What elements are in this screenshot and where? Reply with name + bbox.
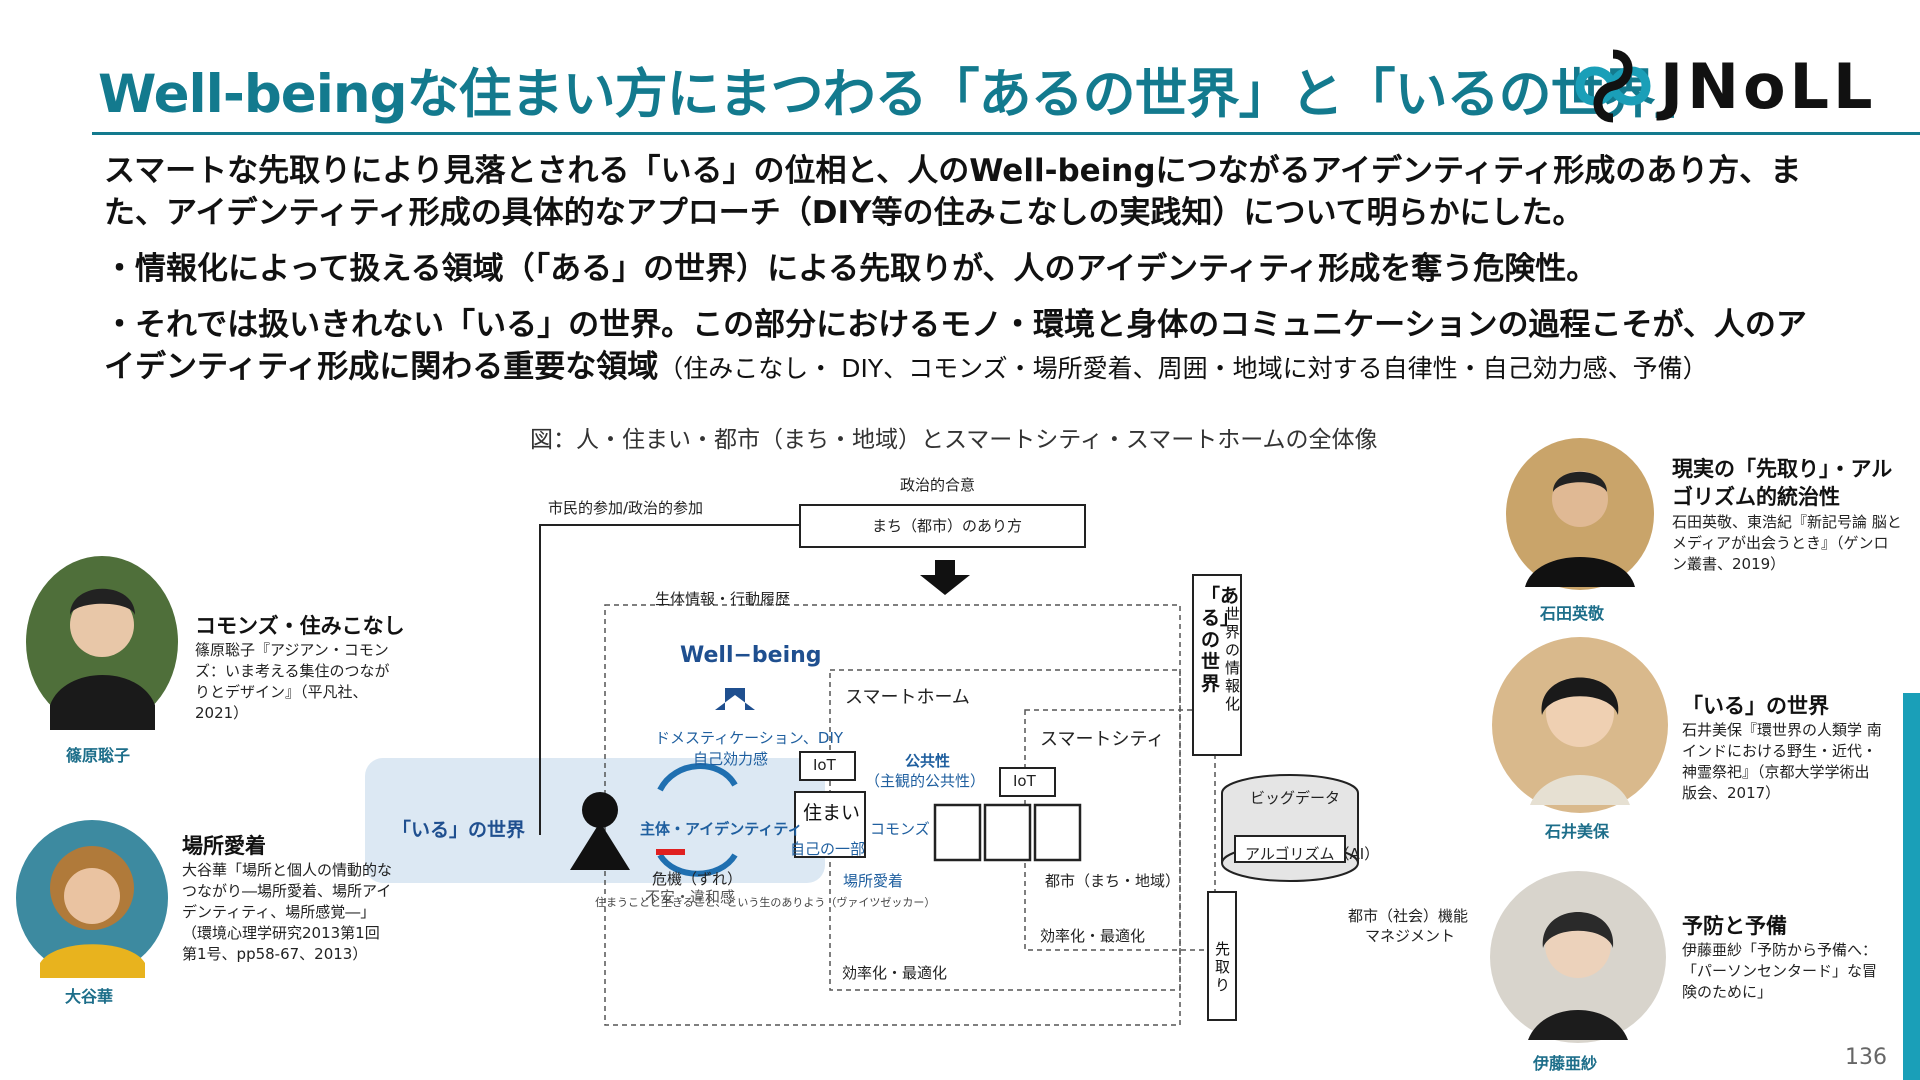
intro-text: スマートな先取りにより見落とされる「いる」の位相と、人のWell-beingにつ… — [104, 153, 1802, 231]
label-smart-city: スマートシティ — [1040, 729, 1165, 750]
label-anticipation: 先取り — [1215, 940, 1231, 994]
label-efficiency-1: 効率化・最適化 — [1040, 927, 1146, 945]
down-arrow — [920, 560, 970, 595]
label-city-local: 都市（まち・地域） — [1045, 872, 1181, 890]
avatar-ishida — [1506, 438, 1654, 590]
diagram-canvas — [365, 504, 1359, 1026]
label-big-data: ビッグデータ — [1250, 789, 1341, 807]
bullet-2-main: ・それでは扱いきれない「いる」の世界。この部分におけるモノ・環境と身体のコミュニ… — [104, 307, 1807, 385]
label-efficiency-2: 効率化・最適化 — [842, 964, 948, 982]
label-algorithm: アルゴリズム（AI） — [1245, 845, 1380, 863]
cycle-arrow-bottom — [657, 853, 738, 877]
iot-box-1 — [799, 751, 856, 781]
person-text-ishii: 石井美保『環世界の人類学 南インドにおける野生・近代・神霊祭祀』（京都大学学術出… — [1682, 721, 1882, 802]
label-public: 公共性 — [905, 752, 951, 770]
buildings — [933, 803, 1082, 862]
person-text-shinohara: 篠原聡子『アジアン・コモンズ：いま考える集住のつながりとデザイン』（平凡社、20… — [195, 641, 390, 722]
bullet-2: ・それでは扱いきれない「いる」の世界。この部分におけるモノ・環境と身体のコミュニ… — [104, 304, 1824, 390]
person-name-ishida: 石田英敬 — [1540, 604, 1605, 623]
house-box — [794, 791, 866, 858]
label-dwelling-note: 住まうことと生きること、という生のありよう（ヴァイツゼッカー） — [595, 896, 936, 909]
person-name-shinohara: 篠原聡子 — [66, 746, 131, 765]
avatar-shinohara — [26, 556, 178, 730]
label-house: 住まい — [803, 802, 861, 824]
avatar-ito — [1490, 871, 1666, 1043]
page-number: 136 — [1845, 1045, 1887, 1070]
label-self-efficacy: 自己効力感 — [693, 750, 769, 768]
person-heading-otani: 場所愛着 — [182, 834, 266, 858]
label-political-consensus: 政治的合意 — [900, 476, 976, 494]
label-aru-world: 「ある」の世界 — [1201, 585, 1240, 695]
citizen-line — [539, 524, 800, 835]
label-crisis: 危機（ずれ） — [652, 870, 743, 888]
aru-world-box — [1192, 574, 1242, 756]
label-city-function: 都市（社会）機能 — [1348, 907, 1469, 925]
label-domestication: ドメスティケーション、DIY — [655, 729, 844, 747]
avatar-otani — [16, 820, 168, 978]
cycle-arrow-top — [657, 763, 738, 792]
wellbeing-up-arrow — [715, 688, 755, 710]
label-world-info: 世界の情報化 — [1225, 605, 1241, 713]
label-subjective-public: （主観的公共性） — [865, 772, 986, 790]
person-text-otani: 大谷華「場所と個人の情動的なつながり―場所愛着、場所アイデンティティ、場所感覚―… — [182, 861, 393, 963]
person-head-shape — [582, 792, 618, 828]
bullet-1: ・情報化によって扱える領域（「ある」の世界）による先取りが、人のアイデンティティ… — [104, 251, 1598, 287]
label-smart-home: スマートホーム — [845, 687, 970, 708]
person-heading-ito: 予防と予備 — [1682, 914, 1787, 938]
label-management: マネジメント — [1365, 927, 1456, 945]
slide-title: Well-beingな住まい方にまつわる「あるの世界」と「いるの世界」 — [98, 64, 1708, 125]
person-text-ishida: 石田英敬、東浩紀『新記号論 脳とメディアが出会うとき』（ゲンロン叢書、2019） — [1672, 513, 1902, 573]
label-citizen-participation: 市民的参加/政治的参加 — [548, 499, 704, 517]
person-name-ishii: 石井美保 — [1545, 822, 1610, 841]
label-city-ideal: まち（都市）のあり方 — [872, 517, 1023, 535]
person-text-ito: 伊藤亜紗「予防から予備へ：「パーソンセンタード」な冒険のために」 — [1682, 941, 1878, 1001]
label-subject-identity: 主体・アイデンティティ — [640, 820, 803, 838]
person-heading-ishii: 「いる」の世界 — [1682, 694, 1829, 718]
title-underline — [92, 132, 1920, 135]
label-commons: コモンズ — [870, 820, 930, 838]
jnoll-logo-mark — [1575, 49, 1651, 123]
bullet-2-sub: （住みこなし・ DIY、コモンズ・場所愛着、周囲・地域に対する自律性・自己効力感… — [658, 354, 1708, 383]
person-name-ito: 伊藤亜紗 — [1533, 1054, 1598, 1073]
label-unease: 不安・違和感 — [645, 888, 736, 906]
label-wellbeing: Well−being — [680, 643, 822, 668]
label-iru-world: 「いる」の世界 — [392, 819, 526, 841]
iot-box-2 — [999, 767, 1056, 797]
label-self-part: 自己の一部 — [790, 840, 866, 858]
label-iot-2: IoT — [1013, 772, 1036, 790]
anticipation-box — [1207, 891, 1237, 1021]
diagram-caption: 図：人・住まい・都市（まち・地域）とスマートシティ・スマートホームの全体像 — [530, 427, 1378, 453]
city-ideal-box — [799, 504, 1086, 548]
side-accent-bar — [1903, 693, 1920, 1080]
algorithm-box — [1234, 835, 1346, 863]
label-bio-info: 生体情報・行動履歴 — [655, 590, 791, 608]
label-place-attachment: 場所愛着 — [843, 872, 904, 890]
label-iot-1: IoT — [813, 756, 836, 774]
jnoll-logo-text: JNoLL — [1660, 50, 1877, 123]
person-heading-ishida: 現実の「先取り」・アルゴリズム的統治性 — [1672, 457, 1893, 509]
person-heading-shinohara: コモンズ・住みこなし — [195, 614, 405, 638]
person-body-shape — [570, 822, 630, 870]
avatar-ishii — [1492, 637, 1668, 813]
person-name-otani: 大谷華 — [65, 987, 114, 1006]
